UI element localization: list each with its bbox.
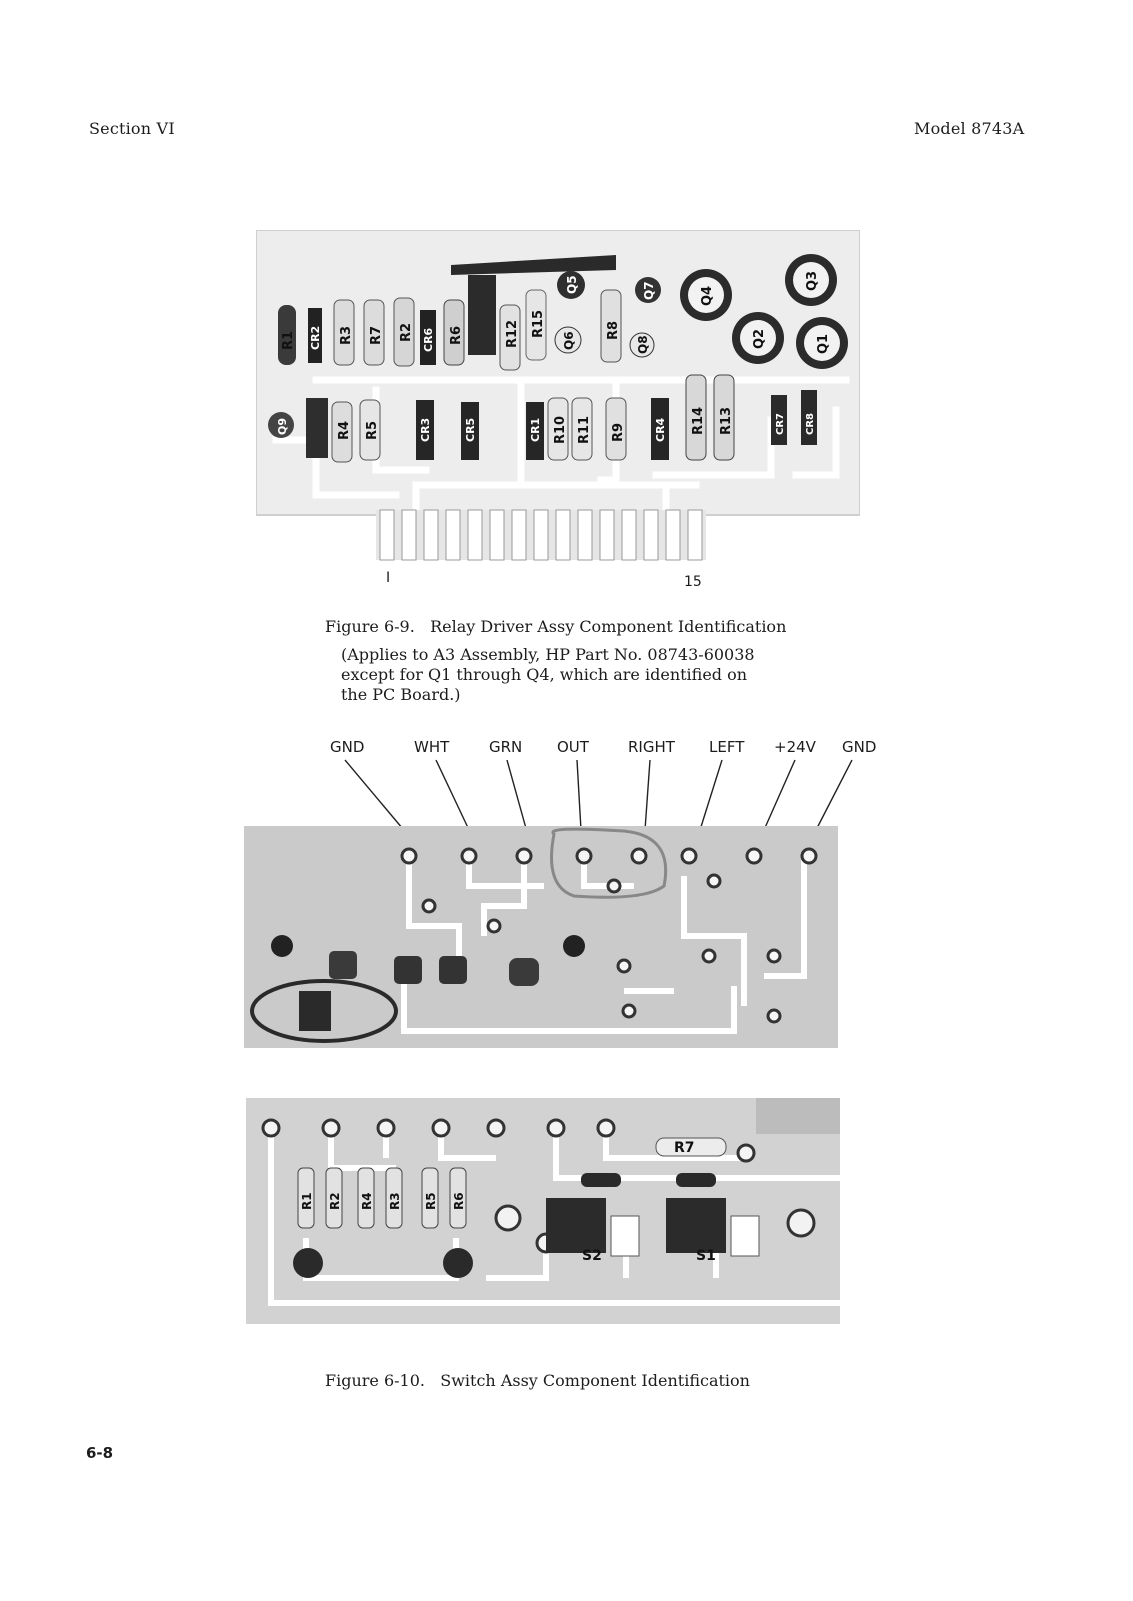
figure-6-10-caption: Figure 6-10. Switch Assy Component Ident…	[325, 1371, 750, 1390]
q2-silkscreen: Q2	[752, 329, 767, 349]
sw-r3-silkscreen: R3	[388, 1192, 402, 1210]
r6-silkscreen: R6	[449, 326, 464, 345]
pin-1-label: I	[386, 570, 391, 586]
q1-silkscreen: Q1	[816, 334, 831, 354]
terminal-label-gnd: GND	[330, 738, 365, 756]
q5-silkscreen: Q5	[565, 275, 579, 294]
r11-silkscreen: R11	[577, 416, 592, 444]
relay-driver-board-photo: R1 CR2 R3 R7 R2 CR6 R6 R12 R15 Q5 Q6 R8	[256, 230, 860, 570]
terminal-label-left: LEFT	[709, 738, 745, 756]
cr1-silkscreen: CR1	[529, 418, 542, 442]
r7-silkscreen: R7	[369, 326, 384, 345]
model-label: Model 8743A	[914, 119, 1025, 138]
terminal-leader-lines	[344, 759, 853, 836]
figure-6-9-caption: Figure 6-9. Relay Driver Assy Component …	[325, 617, 787, 636]
pin-15-label: 15	[684, 574, 702, 590]
cr6-silkscreen: CR6	[422, 327, 435, 352]
cr4-silkscreen: CR4	[654, 417, 667, 442]
q8-silkscreen: Q8	[636, 335, 650, 354]
r10-silkscreen: R10	[553, 416, 568, 444]
section-label: Section VI	[89, 119, 175, 138]
sw-r4-silkscreen: R4	[360, 1192, 374, 1210]
sw-r2-silkscreen: R2	[328, 1192, 342, 1210]
sw-r7-silkscreen: R7	[674, 1140, 695, 1156]
q9-silkscreen: Q9	[276, 418, 289, 435]
q7-silkscreen: Q7	[642, 281, 656, 300]
q6-silkscreen: Q6	[562, 331, 576, 350]
r2-silkscreen: R2	[399, 323, 414, 342]
sw-r1-silkscreen: R1	[300, 1192, 314, 1210]
r14-silkscreen: R14	[691, 407, 706, 435]
sw-r6-silkscreen: R6	[452, 1192, 466, 1210]
terminal-label-grn: GRN	[489, 738, 523, 756]
r8-silkscreen: R8	[606, 321, 621, 340]
r12-silkscreen: R12	[505, 320, 520, 348]
cr2-silkscreen: CR2	[309, 326, 322, 350]
terminal-label-plus-24v: +24V	[774, 738, 816, 756]
page-number: 6-8	[86, 1444, 114, 1462]
figure-6-9-note-line-3: the PC Board.)	[341, 685, 461, 704]
cr7-silkscreen: CR7	[775, 413, 786, 435]
relay-driver-board-solder-side-photo	[244, 826, 838, 1048]
figure-6-9-note-line-2: except for Q1 through Q4, which are iden…	[341, 665, 748, 684]
figure-6-9-note-line-1: (Applies to A3 Assembly, HP Part No. 087…	[341, 645, 755, 664]
cr3-silkscreen: CR3	[419, 418, 432, 442]
q4-silkscreen: Q4	[700, 286, 715, 306]
terminal-label-right: RIGHT	[628, 738, 675, 756]
cr5-silkscreen: CR5	[464, 418, 477, 442]
q3-silkscreen: Q3	[805, 271, 820, 291]
r3-silkscreen: R3	[339, 326, 354, 345]
sw-r5-silkscreen: R5	[424, 1192, 438, 1210]
terminal-label-out: OUT	[557, 738, 589, 756]
switch-assy-board-photo: R1 R2 R4 R3 R5 R6 R7 S2 S1	[246, 1098, 840, 1324]
terminal-label-wht: WHT	[414, 738, 450, 756]
cr8-silkscreen: CR8	[805, 413, 816, 435]
s2-switch-label: S2	[582, 1248, 602, 1264]
s1-switch-label: S1	[696, 1248, 716, 1264]
r4-silkscreen: R4	[337, 421, 352, 440]
r5-silkscreen: R5	[365, 421, 380, 440]
r15-silkscreen: R15	[531, 310, 546, 338]
r1-silkscreen: R1	[281, 331, 296, 350]
terminal-label-gnd-2: GND	[842, 738, 877, 756]
r9-silkscreen: R9	[611, 423, 626, 442]
r13-silkscreen: R13	[719, 407, 734, 435]
